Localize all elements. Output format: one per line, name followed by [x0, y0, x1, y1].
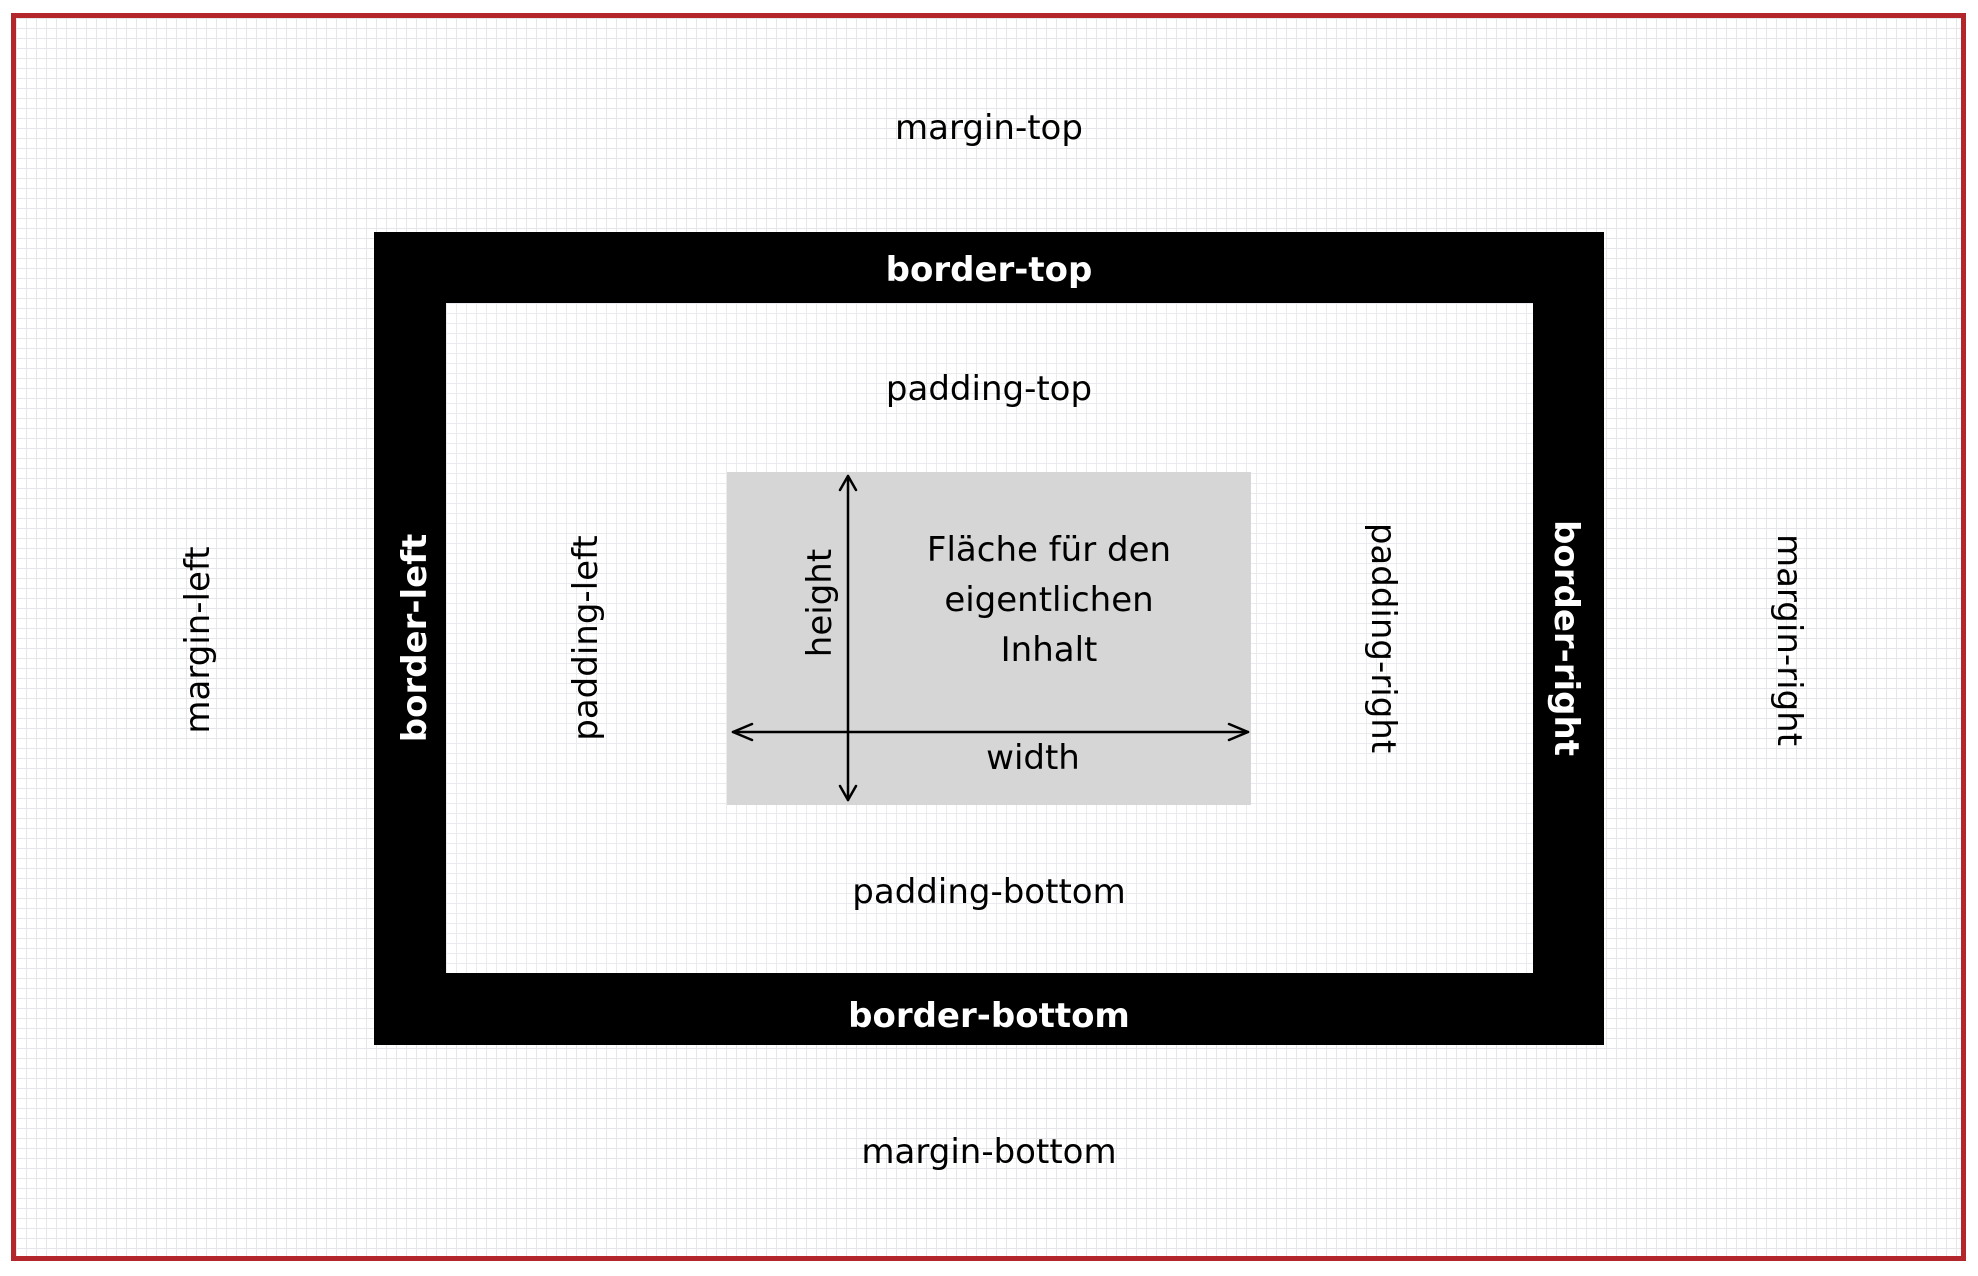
padding-bottom-label: padding-bottom [852, 872, 1126, 912]
content-area [727, 472, 1251, 805]
content-line-3: Inhalt [1000, 630, 1098, 670]
margin-bottom-label: margin-bottom [861, 1132, 1117, 1172]
border-top-label: border-top [885, 250, 1093, 290]
content-line-2: eigentlichen [944, 580, 1154, 620]
border-left-label: border-left [395, 533, 435, 743]
margin-right-label: margin-right [1769, 533, 1809, 747]
border-bottom-label: border-bottom [848, 996, 1130, 1036]
padding-top-label: padding-top [885, 369, 1093, 409]
margin-top-label: margin-top [895, 108, 1083, 148]
content-description: Fläche für den eigentlichen Inhalt [889, 525, 1209, 675]
padding-right-label: padding-right [1363, 522, 1403, 754]
content-line-1: Fläche für den [926, 530, 1172, 570]
padding-left-label: padding-left [566, 535, 606, 741]
margin-left-label: margin-left [178, 546, 218, 734]
width-label: width [986, 738, 1080, 778]
border-right-label: border-right [1546, 520, 1586, 756]
height-label: height [800, 548, 840, 658]
